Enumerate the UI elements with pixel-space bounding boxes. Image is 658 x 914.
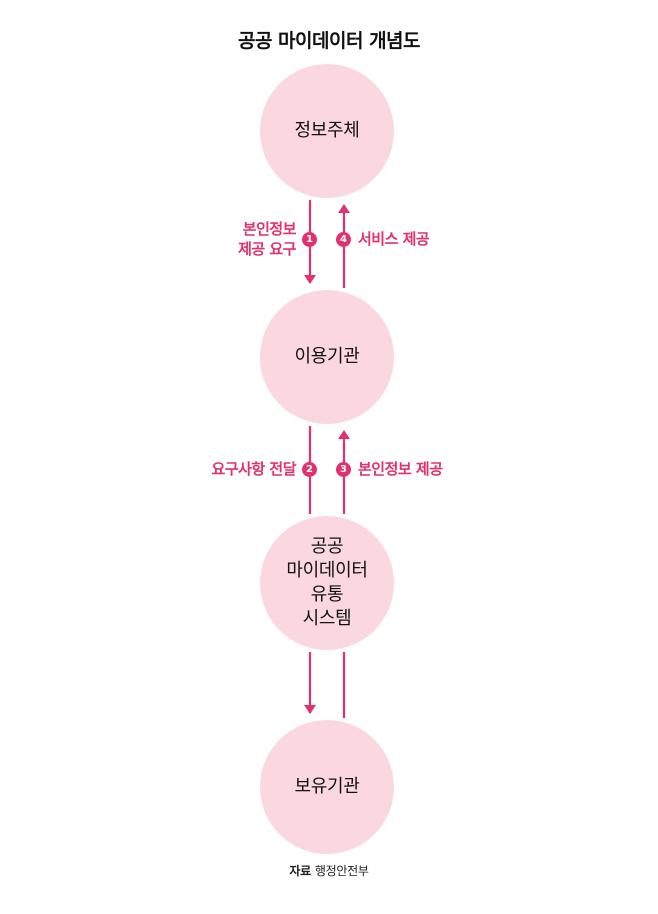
step-badge-2: 2 bbox=[302, 462, 317, 477]
node-label: 이용기관 bbox=[294, 346, 360, 367]
node-label: 시스템 bbox=[302, 608, 352, 629]
source-value: 행정안전부 bbox=[314, 864, 369, 878]
flow-label-line: 요구사항 전달 bbox=[211, 460, 296, 478]
arrow-service-up-head bbox=[338, 204, 350, 213]
step-badge-3: 3 bbox=[336, 462, 351, 477]
flow-label-transfer: 요구사항 전달 bbox=[211, 459, 296, 479]
node-user-institution: 이용기관 bbox=[260, 290, 394, 424]
flow-label-line: 제공 요구 bbox=[238, 240, 296, 258]
node-label: 유통 bbox=[310, 584, 344, 605]
node-label: 마이데이터 bbox=[286, 560, 368, 581]
step-badge-4: 4 bbox=[336, 232, 351, 247]
flow-label-line: 서비스 제공 bbox=[358, 230, 430, 248]
flow-label-request: 본인정보 제공 요구 bbox=[238, 219, 296, 259]
node-data-subject: 정보주체 bbox=[260, 64, 394, 198]
step-badge-1: 1 bbox=[302, 232, 317, 247]
node-label: 보유기관 bbox=[294, 776, 360, 797]
node-distribution-system: 공공 마이데이터 유통 시스템 bbox=[260, 516, 394, 650]
arrow-lower-down-head bbox=[304, 705, 316, 714]
flow-label-line: 본인정보 bbox=[242, 220, 297, 238]
node-label: 공공 bbox=[310, 536, 344, 557]
flow-label-service: 서비스 제공 bbox=[358, 229, 430, 249]
diagram-title: 공공 마이데이터 개념도 bbox=[237, 30, 421, 52]
node-label: 정보주체 bbox=[294, 120, 360, 141]
arrow-provide-up-head bbox=[338, 430, 350, 439]
arrow-request-down-head bbox=[304, 275, 316, 284]
source-label: 자료 bbox=[289, 864, 311, 878]
flow-label-provide: 본인정보 제공 bbox=[358, 459, 443, 479]
node-holding-institution: 보유기관 bbox=[260, 720, 394, 854]
flow-label-line: 본인정보 제공 bbox=[358, 460, 443, 478]
